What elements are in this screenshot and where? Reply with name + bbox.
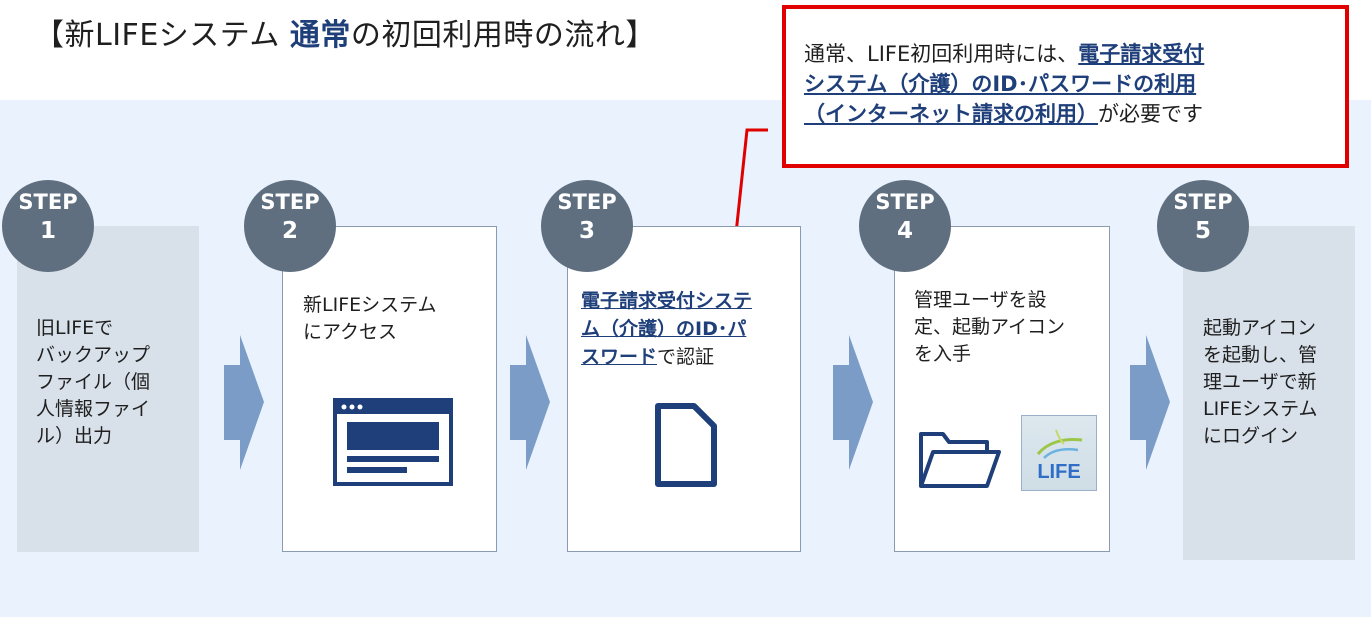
step-5-box: [1183, 226, 1355, 560]
step-1-box: [17, 226, 199, 552]
flow-arrow-3: [833, 335, 873, 470]
title-highlight: 通常: [289, 18, 351, 53]
step-4-box: [894, 226, 1110, 552]
flow-arrow-1: [224, 335, 264, 470]
step-2-box: [282, 226, 497, 552]
life-swoosh-icon: [1036, 429, 1083, 459]
step-1-text: 旧LIFEでバックアップファイル（個人情報ファイル）出力: [36, 317, 151, 447]
folder-icon: [919, 432, 1001, 488]
flow-arrow-2: [510, 335, 550, 470]
step-3-text: 電子請求受付システ ム（介護）のID･パ スワードで認証: [581, 290, 753, 368]
step-4-text: 管理ユーザを設定、起動アイコンを入手: [914, 289, 1066, 365]
step-2-text: 新LIFEシステムにアクセス: [303, 294, 437, 343]
step-3-box: [567, 226, 801, 552]
page-title: 【新LIFEシステム 通常の初回利用時の流れ】: [34, 18, 656, 53]
browser-window-icon: [333, 398, 453, 486]
document-icon: [655, 403, 717, 487]
requirement-callout: 通常、LIFE初回利用時には、電子請求受付 システム（介護）のID･パスワードの…: [782, 5, 1349, 168]
flow-arrow-4: [1130, 335, 1170, 470]
life-app-logo: LIFE: [1021, 415, 1097, 491]
